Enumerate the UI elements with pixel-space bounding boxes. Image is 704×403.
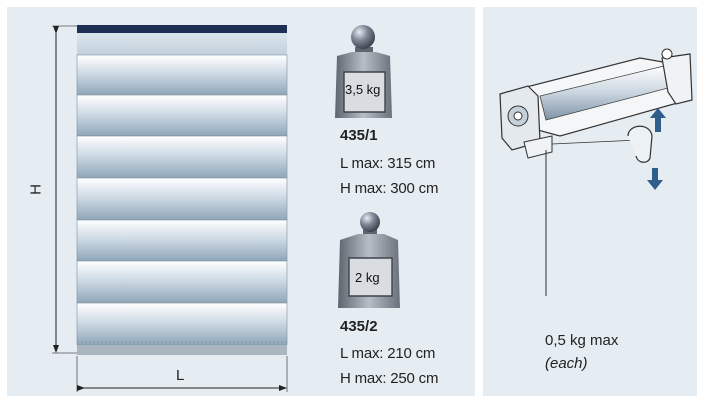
height-max: H max: 300 cm xyxy=(340,180,439,197)
weight-label: 2 kg xyxy=(355,270,380,285)
shade-slats xyxy=(76,54,288,346)
weight-3-5kg-icon xyxy=(335,25,392,118)
slat xyxy=(76,260,288,304)
slat xyxy=(76,135,288,179)
weight-label: 3,5 kg xyxy=(345,82,381,97)
slat xyxy=(76,177,288,221)
mechanism-load: 0,5 kg max xyxy=(545,332,619,349)
height-dimension xyxy=(52,25,77,354)
shade-top-rail xyxy=(77,25,287,33)
slat xyxy=(76,302,288,346)
slat xyxy=(76,219,288,262)
length-max: L max: 210 cm xyxy=(340,345,436,362)
weight-2kg-icon xyxy=(338,212,400,308)
product-code: 435/1 xyxy=(340,127,378,144)
slat xyxy=(76,94,288,137)
width-label: L xyxy=(176,367,185,384)
slat xyxy=(76,54,288,96)
shade-top-section xyxy=(77,33,287,55)
product-code: 435/2 xyxy=(340,318,378,335)
length-max: L max: 315 cm xyxy=(340,155,436,172)
mechanism-note: (each) xyxy=(545,355,588,372)
height-label: H xyxy=(27,184,45,195)
height-max: H max: 250 cm xyxy=(340,370,439,387)
shade-bottom-rail xyxy=(77,345,287,355)
width-dimension xyxy=(76,356,288,392)
pulley-mechanism-icon xyxy=(499,48,693,296)
